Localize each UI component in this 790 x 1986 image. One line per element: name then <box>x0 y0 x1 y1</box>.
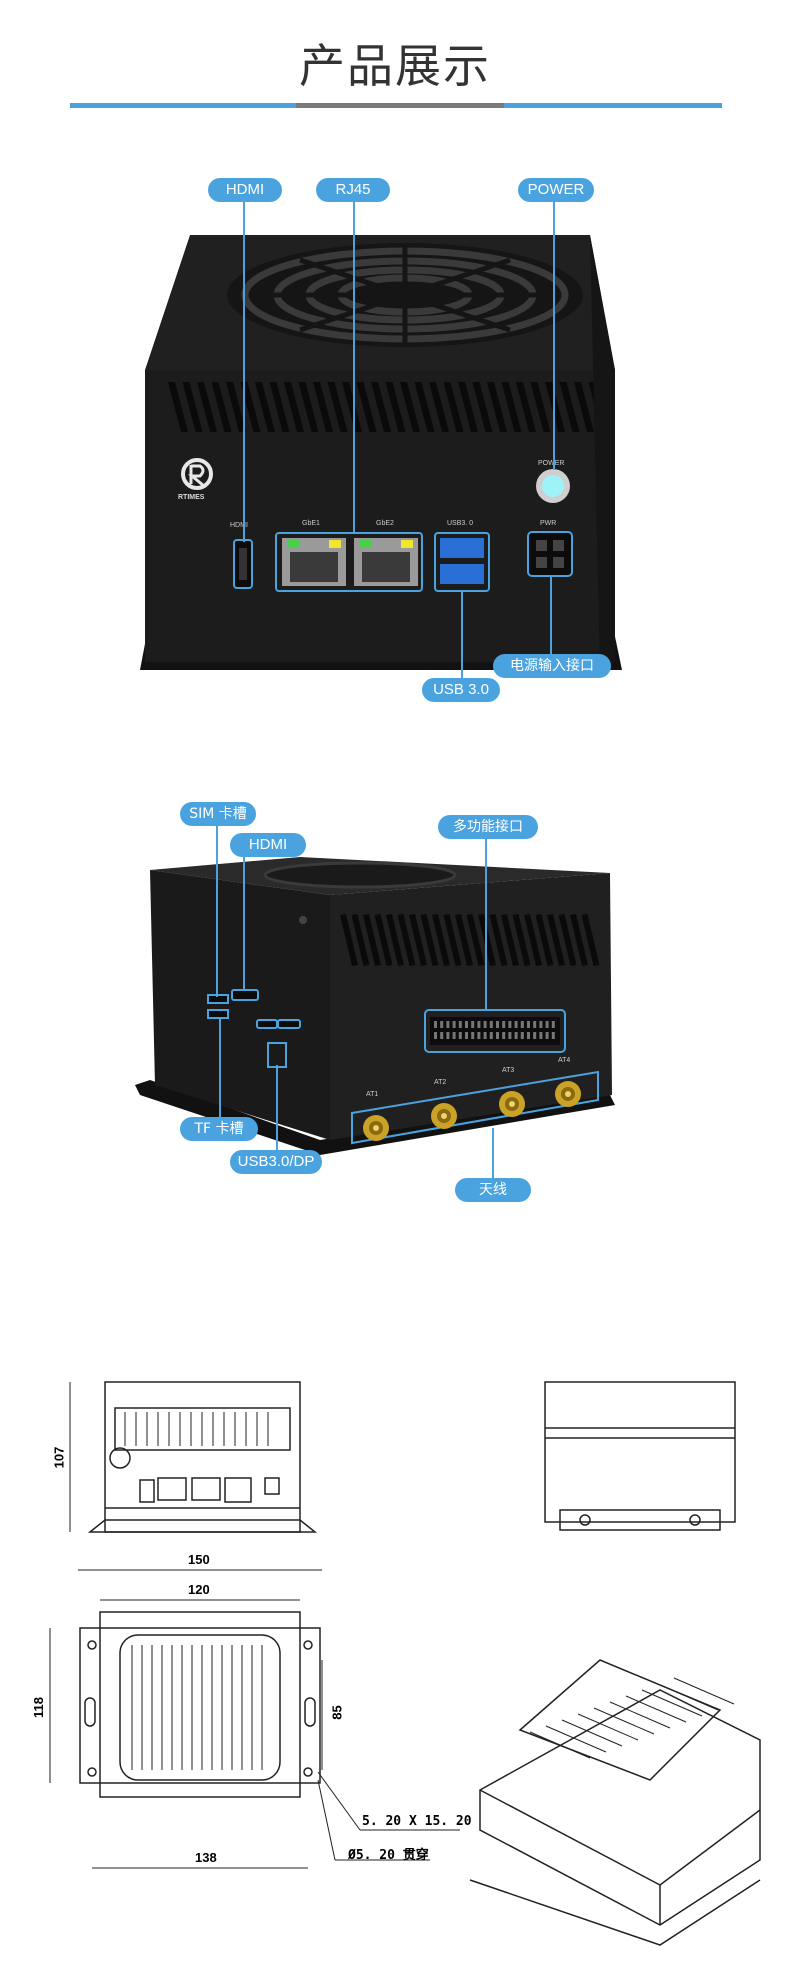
leader-usb <box>461 590 463 685</box>
leader-antenna <box>492 1128 494 1185</box>
leader-hdmi <box>243 192 245 542</box>
technical-drawings: 107 150 120 118 85 138 5. 20 X 15. 20 Ø5… <box>0 1360 790 1960</box>
callout-side-hdmi: HDMI <box>230 833 306 857</box>
leader-multi <box>485 833 487 1011</box>
brand-label: RTIMES <box>178 494 205 501</box>
callout-power-input: 电源输入接口 <box>493 654 611 678</box>
page-title: 产品展示 <box>299 39 491 93</box>
drawing-lines <box>49 1381 761 1946</box>
dim-bottom-width: 138 <box>195 1850 217 1865</box>
dim-height: 107 <box>51 1446 67 1469</box>
callout-usb: USB 3.0 <box>422 678 500 702</box>
antenna-label-2: AT2 <box>434 1079 447 1086</box>
callout-power: POWER <box>518 178 594 202</box>
panel-label-gbe2: GbE2 <box>376 520 394 527</box>
antenna-label-3: AT3 <box>502 1067 515 1074</box>
leader-tf <box>219 1017 221 1129</box>
antenna-label-1: AT1 <box>366 1091 379 1098</box>
callout-tf: TF 卡槽 <box>180 1117 258 1141</box>
title-divider-middle <box>296 103 504 108</box>
callout-multi: 多功能接口 <box>438 815 538 839</box>
panel-label-hdmi: HDMI <box>230 522 248 529</box>
title-divider-left <box>70 103 296 108</box>
callout-usbdp: USB3.0/DP <box>230 1150 322 1174</box>
callout-antenna: 天线 <box>455 1178 531 1202</box>
leader-sim <box>216 819 218 997</box>
side-view-section: AT1 AT2 AT3 AT4 SIM 卡槽 HDMI 多功能接口 TF 卡槽 … <box>0 795 790 1245</box>
leader-power-input <box>550 576 552 666</box>
front-view-section: RTIMES HDMI GbE1 GbE2 USB3. 0 PWR POWER … <box>0 170 790 730</box>
callout-hdmi: HDMI <box>208 178 282 202</box>
dim-width-inner: 120 <box>188 1582 210 1597</box>
panel-label-gbe1: GbE1 <box>302 520 320 527</box>
leader-usbdp <box>276 1065 278 1157</box>
dim-depth: 118 <box>30 1697 46 1718</box>
dim-width-outer: 150 <box>188 1552 210 1567</box>
side-device-illustration <box>135 857 615 1155</box>
title-divider-right <box>504 103 722 108</box>
dim-slot: 5. 20 X 15. 20 <box>362 1814 472 1829</box>
panel-label-pwr: PWR <box>540 520 557 527</box>
panel-label-power: POWER <box>538 460 565 467</box>
leader-power <box>553 192 555 470</box>
leader-side-hdmi <box>243 851 245 991</box>
front-device-illustration <box>140 235 622 670</box>
callout-rj45: RJ45 <box>316 178 390 202</box>
leader-rj45 <box>353 192 355 534</box>
dim-hole: Ø5. 20 贯穿 <box>348 1848 429 1863</box>
panel-label-usb: USB3. 0 <box>447 520 474 527</box>
dim-hole-spacing: 85 <box>329 1705 345 1720</box>
callout-sim: SIM 卡槽 <box>180 802 256 826</box>
antenna-label-4: AT4 <box>558 1057 571 1064</box>
